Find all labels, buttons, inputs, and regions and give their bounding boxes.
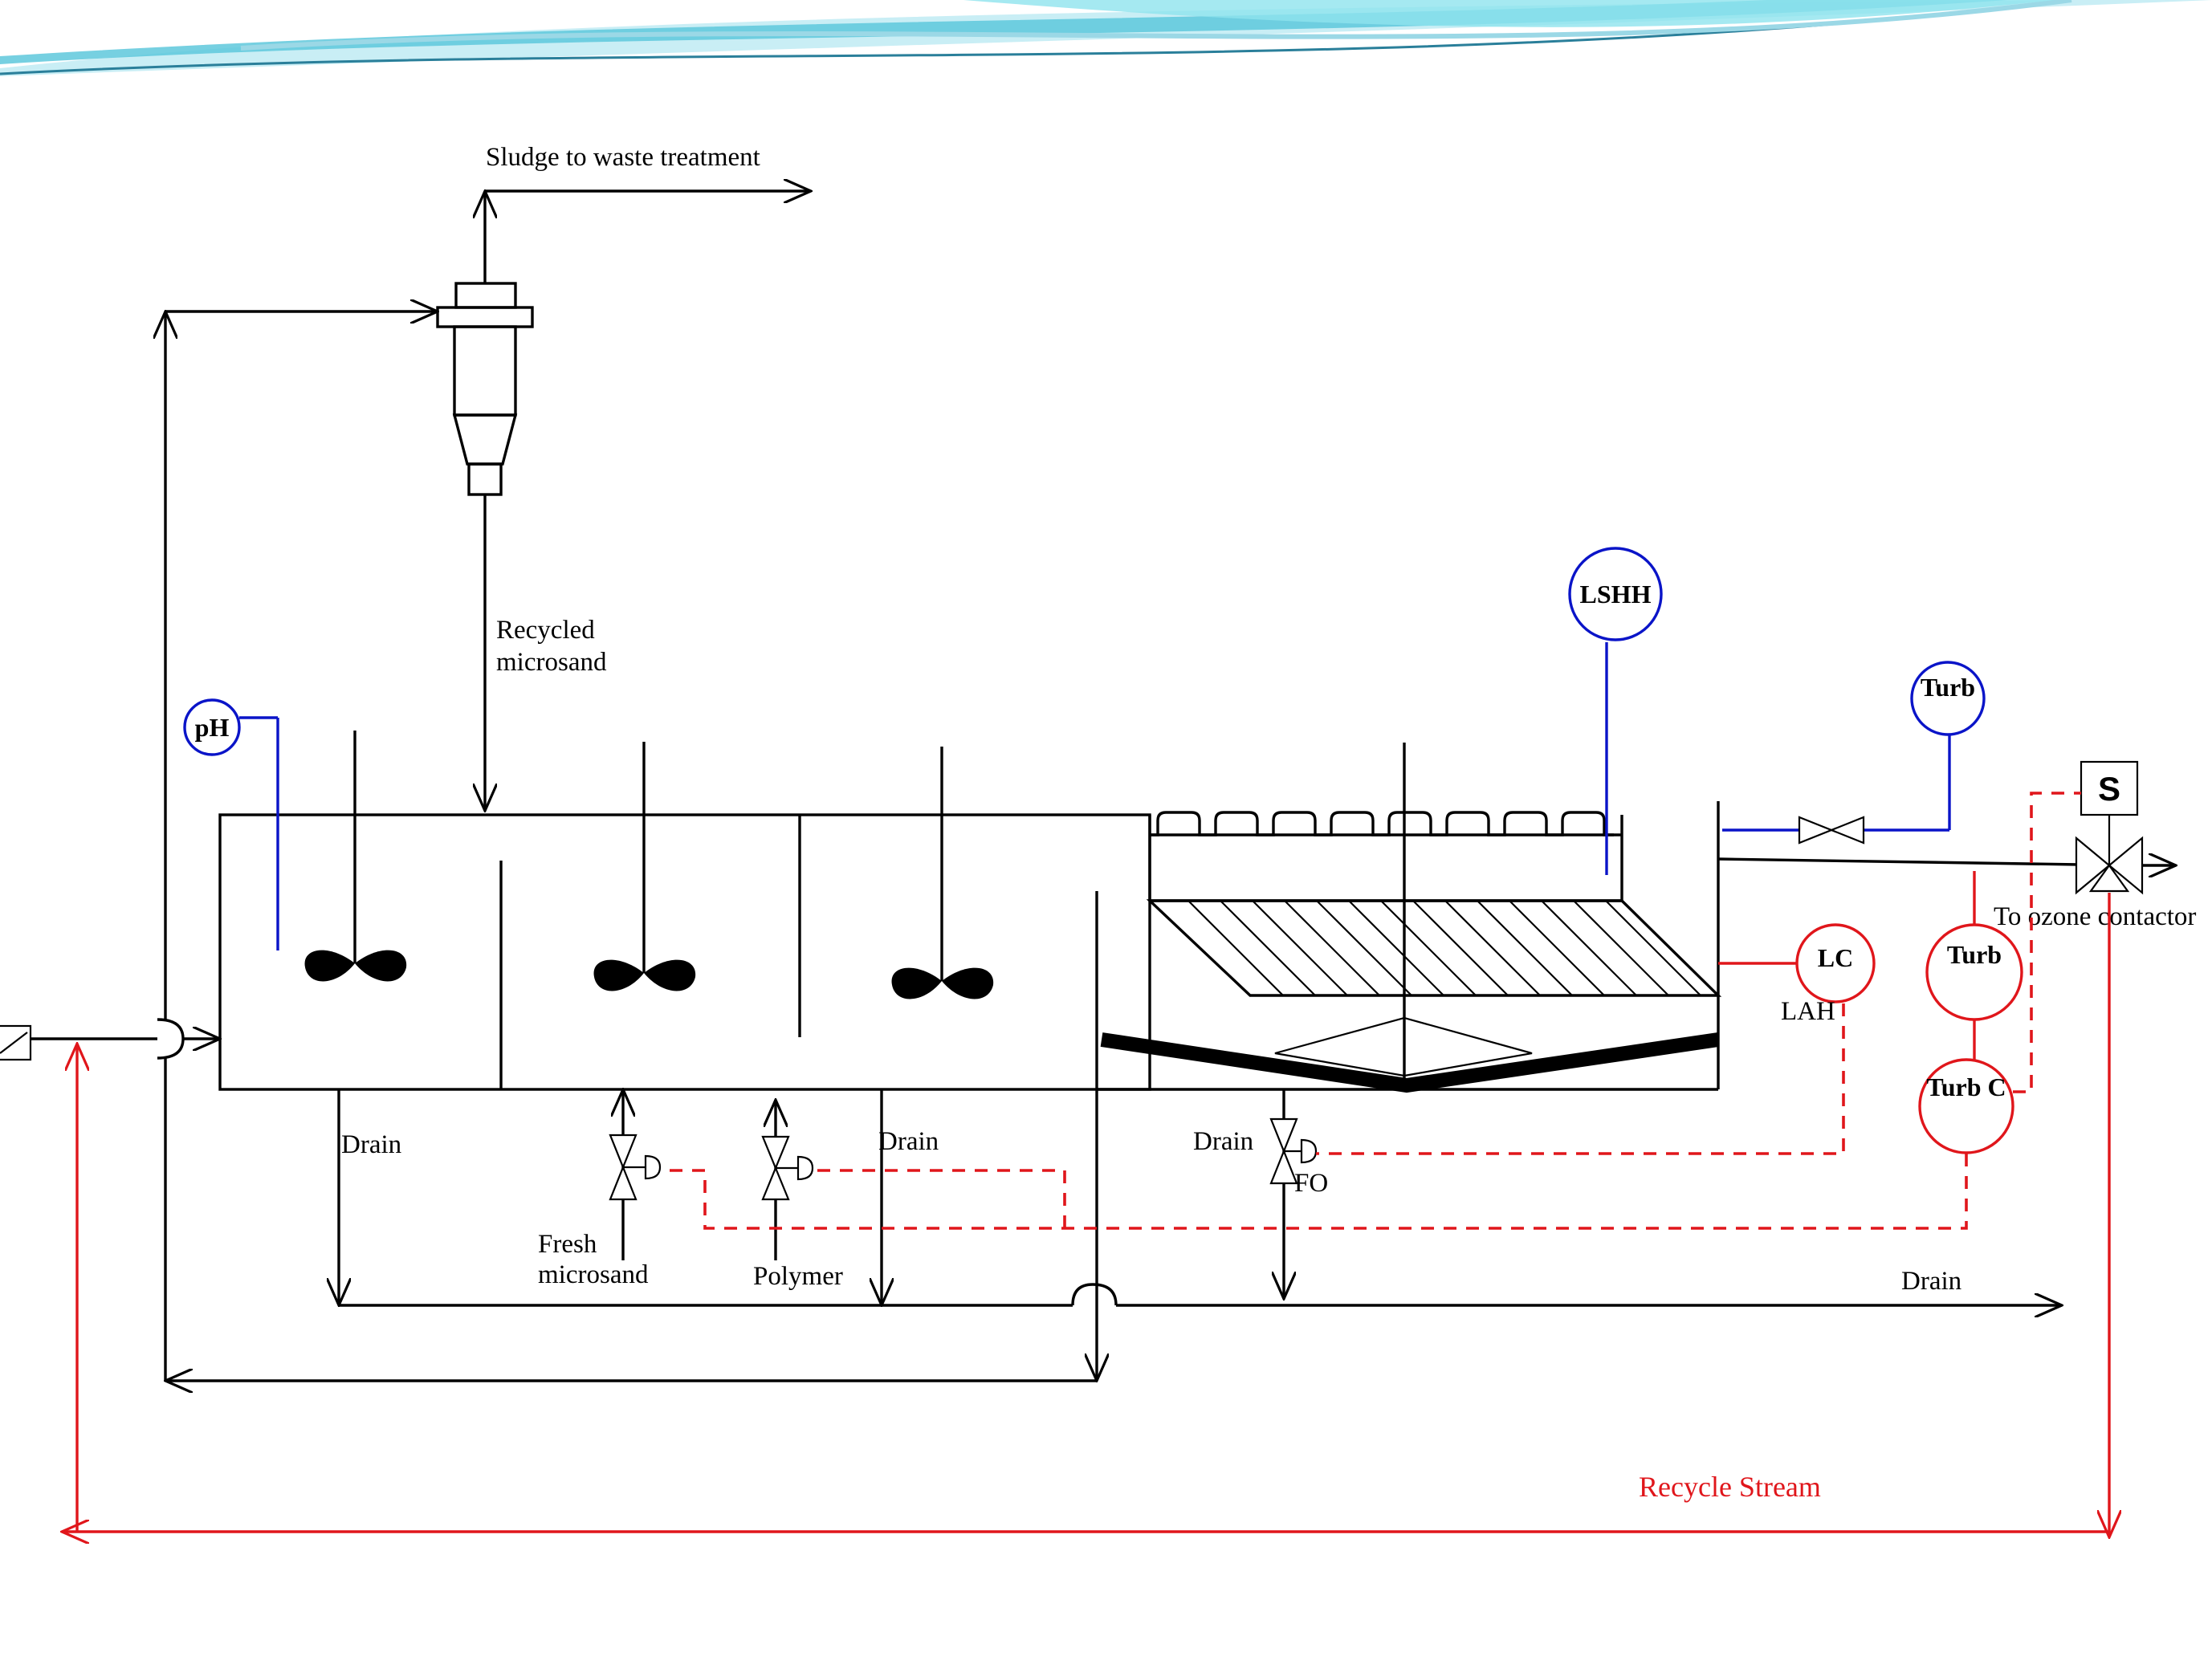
- drain-label-4: Drain: [1901, 1267, 1961, 1296]
- mixer-3: [891, 747, 994, 999]
- turb-c-label: Turb C: [1926, 1073, 2006, 1101]
- three-way-valve[interactable]: [2075, 760, 2144, 895]
- s-label: S: [2098, 770, 2120, 808]
- lah-label: LAH: [1781, 997, 1835, 1026]
- turb-top-instrument[interactable]: [1910, 661, 1986, 736]
- inlet-line: [0, 1018, 220, 1061]
- fo-label: FO: [1294, 1169, 1328, 1198]
- recycle-stream-line: [62, 893, 2109, 1537]
- ozone-label: To ozone contactor: [1994, 902, 2196, 931]
- mixer-2: [593, 742, 696, 991]
- lc-instrument[interactable]: [1795, 923, 1876, 1003]
- turb-c-instrument[interactable]: [1918, 1058, 2014, 1154]
- drain-label-1: Drain: [341, 1130, 401, 1159]
- settling-tank: [1095, 743, 1722, 1093]
- turb-top-label: Turb: [1921, 673, 1975, 702]
- microsand-return-line: [165, 311, 1097, 1381]
- hydrocyclone: [436, 282, 534, 496]
- lc-label: LC: [1818, 943, 1853, 972]
- ph-label: pH: [195, 713, 230, 742]
- mixer-1: [304, 731, 407, 982]
- fresh-microsand-valve[interactable]: [609, 1089, 662, 1260]
- sludge-line: [485, 191, 811, 283]
- turb-mid-label: Turb: [1947, 940, 2002, 969]
- ph-instrument[interactable]: [183, 698, 241, 756]
- drain-label-2: Drain: [878, 1127, 939, 1156]
- fresh-label-1: Fresh: [538, 1230, 597, 1259]
- lshh-label: LSHH: [1580, 580, 1652, 609]
- fresh-label-2: microsand: [538, 1260, 649, 1289]
- outlet-line: [1717, 859, 2176, 865]
- dashed-control-signals: [660, 792, 2081, 1230]
- turb-mid-instrument[interactable]: [1925, 923, 2023, 1021]
- turb-top-signal: [1722, 727, 1951, 845]
- polymer-label: Polymer: [753, 1262, 843, 1291]
- recycle-stream-label: Recycle Stream: [1639, 1471, 1821, 1503]
- fo-valve[interactable]: [1269, 1117, 1318, 1185]
- recycled-label-2: microsand: [496, 648, 607, 677]
- recycled-label-1: Recycled: [496, 616, 595, 645]
- drain-label-3: Drain: [1193, 1127, 1253, 1156]
- polymer-valve[interactable]: [761, 1100, 814, 1260]
- header-decoration: [0, 0, 2212, 76]
- lshh-instrument[interactable]: [1568, 547, 1663, 641]
- drain-lines: [339, 1089, 2062, 1305]
- ph-signal: [239, 716, 279, 950]
- sludge-label: Sludge to waste treatment: [486, 143, 760, 172]
- mixing-tanks: [218, 813, 1151, 1091]
